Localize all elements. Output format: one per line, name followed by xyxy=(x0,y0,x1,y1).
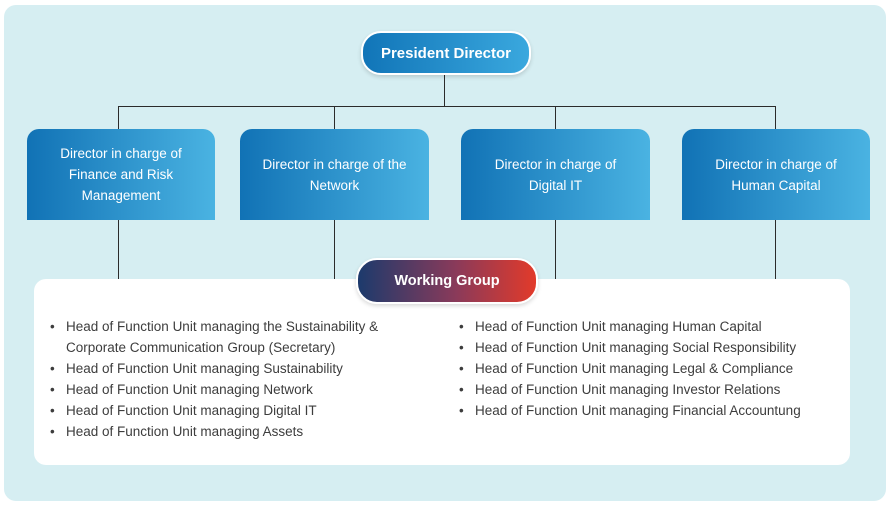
list-item: Head of Function Unit managing Financial… xyxy=(457,400,842,421)
list-item: Head of Function Unit managing Digital I… xyxy=(48,400,428,421)
list-item: Head of Function Unit managing Assets xyxy=(48,421,428,442)
director-digital-it-label: Director in charge of Digital IT xyxy=(494,156,617,193)
president-director-label: President Director xyxy=(380,44,512,62)
director-human-capital-node: Director in charge of Human Capital xyxy=(682,129,870,220)
working-group-list-right: Head of Function Unit managing Human Cap… xyxy=(457,316,842,421)
list-item: Head of Function Unit managing Network xyxy=(48,379,428,400)
list-item: Head of Function Unit managing Investor … xyxy=(457,379,842,400)
director-finance-label: Director in charge of Finance and Risk M… xyxy=(60,146,182,203)
working-group-list-left: Head of Function Unit managing the Susta… xyxy=(48,316,428,442)
list-item: Head of Function Unit managing Sustainab… xyxy=(48,358,428,379)
list-item: Head of Function Unit managing the Susta… xyxy=(48,316,428,358)
director-network-node: Director in charge of the Network xyxy=(240,129,429,220)
list-item: Head of Function Unit managing Legal & C… xyxy=(457,358,842,379)
director-human-capital-label: Director in charge of Human Capital xyxy=(715,156,837,193)
director-digital-it-node: Director in charge of Digital IT xyxy=(461,129,650,220)
director-finance-node: Director in charge of Finance and Risk M… xyxy=(27,129,215,220)
president-director-node: President Director xyxy=(361,31,531,75)
working-group-node: Working Group xyxy=(356,258,538,304)
list-item: Head of Function Unit managing Human Cap… xyxy=(457,316,842,337)
working-group-label: Working Group xyxy=(394,273,500,289)
list-item: Head of Function Unit managing Social Re… xyxy=(457,337,842,358)
director-network-label: Director in charge of the Network xyxy=(262,156,407,193)
